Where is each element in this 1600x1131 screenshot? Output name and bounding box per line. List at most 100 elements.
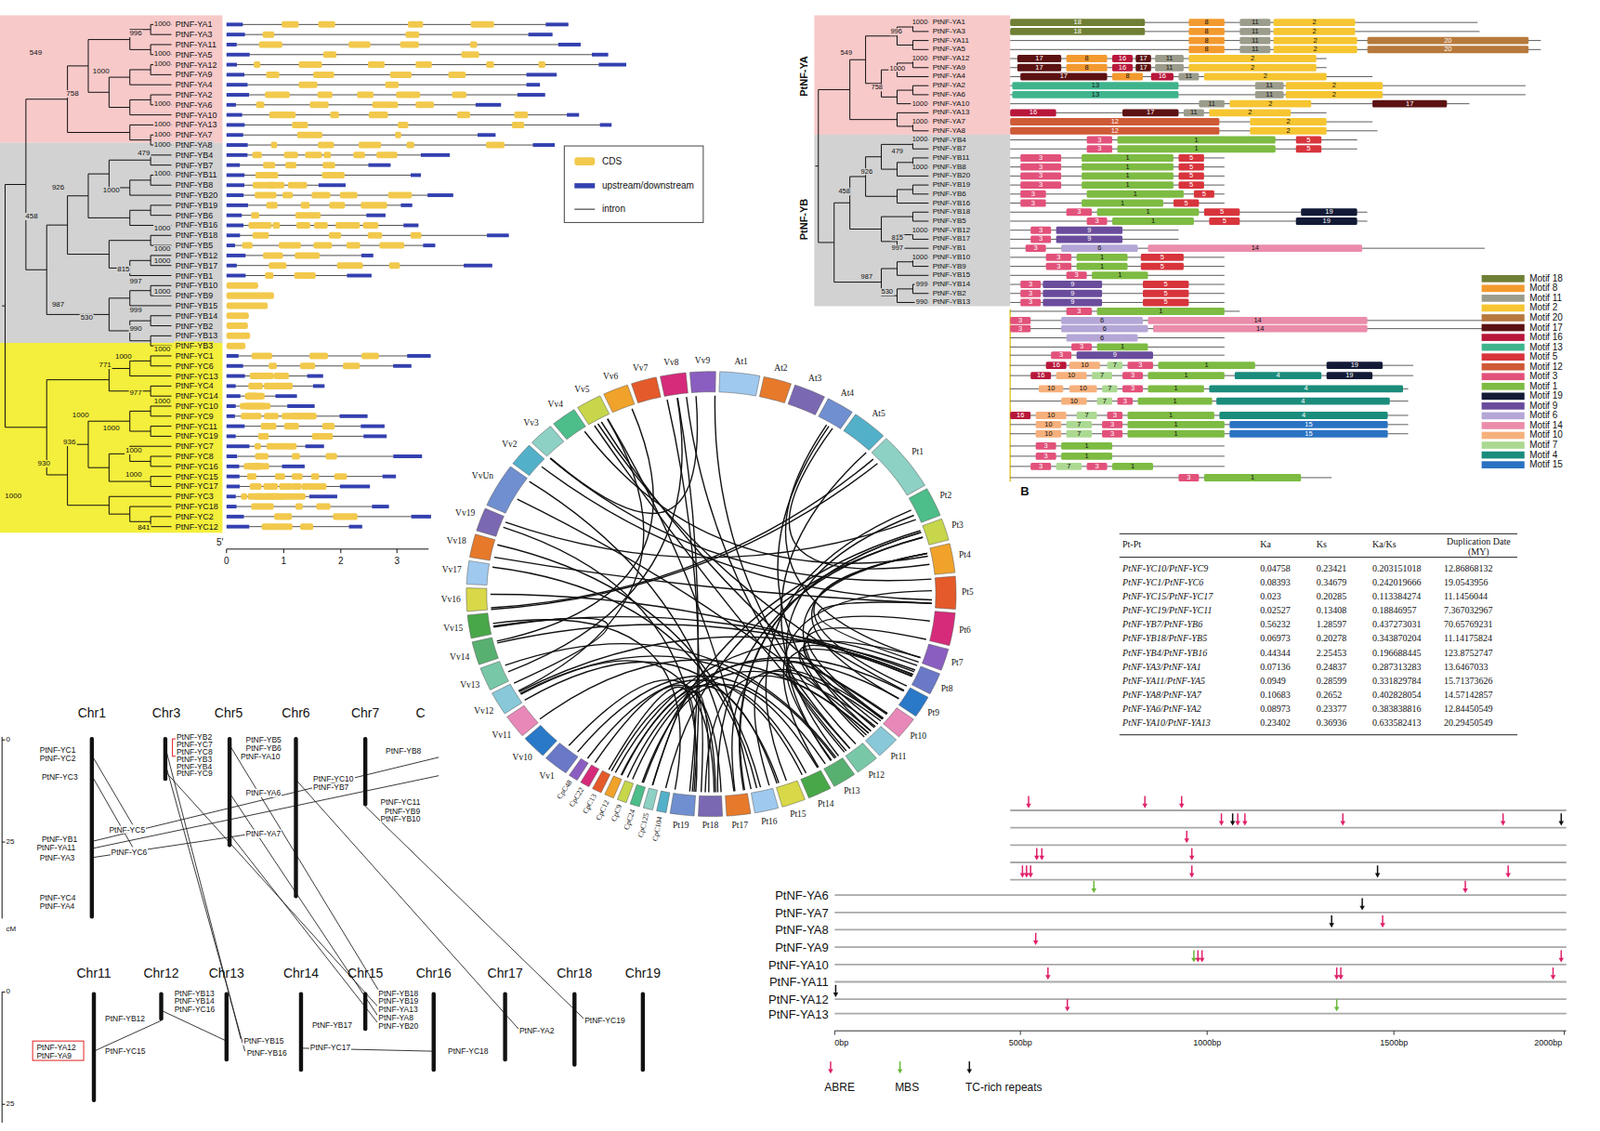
motif-box <box>1204 73 1327 81</box>
gene-label: PtNF-YB17 <box>931 235 971 243</box>
cds-block <box>261 422 277 430</box>
legend-text: Motif 9 <box>1529 401 1558 411</box>
motif-box <box>1056 235 1123 243</box>
cds-block <box>314 222 328 229</box>
gene-label: PtNF-YC16 <box>174 461 220 471</box>
tree-branch <box>108 481 151 483</box>
gene-locus-label: PtNF-YB16 <box>246 1049 289 1058</box>
tree-branch <box>130 195 172 197</box>
motif-number: 7 <box>1076 420 1081 429</box>
chromosome-bar <box>293 736 298 899</box>
motif-number: 16 <box>1036 371 1045 380</box>
motif-number: 1 <box>1158 307 1163 315</box>
promoter-gene-label: PtNF-YA10 <box>768 957 829 971</box>
legend-text: intron <box>602 204 626 214</box>
legend-text: CDS <box>602 157 622 167</box>
utr-block <box>313 383 325 388</box>
intron-line <box>226 164 392 166</box>
synteny-link <box>754 668 883 786</box>
motif-box <box>1188 64 1316 72</box>
intron-line <box>226 435 387 437</box>
cis-element-arrowhead <box>1500 821 1506 827</box>
motif-number: 1 <box>1151 217 1155 225</box>
utr-block <box>307 374 324 379</box>
chromosome-label: At1 <box>734 357 748 368</box>
chromosome-segment <box>476 508 505 537</box>
motif-box <box>1036 430 1062 438</box>
motif-box <box>1087 462 1108 471</box>
motif-number: 7 <box>1113 361 1117 369</box>
tree-branch <box>896 161 913 163</box>
motif-box <box>1117 136 1276 145</box>
motif-number: 3 <box>1038 154 1043 162</box>
motif-number: 3 <box>1034 244 1038 252</box>
tree-branch <box>67 504 110 506</box>
utr-block <box>400 203 412 208</box>
motif-box <box>1009 316 1031 325</box>
cds-block <box>303 412 316 420</box>
cis-element-arrowhead <box>967 1068 972 1074</box>
motif-number: 14 <box>1251 244 1260 252</box>
chromosome-segment <box>466 560 489 585</box>
utr-block <box>340 484 370 488</box>
tree-branch <box>108 159 151 161</box>
utr-block <box>318 183 346 187</box>
motif-number: 17 <box>1139 54 1147 63</box>
motif-box <box>1112 64 1133 72</box>
bootstrap-value: 936 <box>62 438 77 446</box>
chromosome-label: Vv13 <box>459 681 480 691</box>
tree-branch <box>150 235 171 237</box>
cds-block <box>288 182 308 189</box>
cds-block <box>270 493 281 500</box>
motif-box <box>1367 45 1530 53</box>
synteny-link <box>642 683 818 782</box>
bp-axis <box>834 1030 1566 1032</box>
gene-label: PtNF-YA8 <box>931 127 967 135</box>
tree-branch <box>896 90 913 92</box>
chromosome-name: Chr12 <box>143 966 179 980</box>
motif-number: 11 <box>1265 81 1273 90</box>
cds-block <box>271 142 278 149</box>
utr-block <box>226 233 241 237</box>
motif-number: 11 <box>1265 91 1273 99</box>
motif-box <box>1188 37 1224 45</box>
motif-number: 1 <box>1100 253 1104 262</box>
utr-block <box>566 113 579 118</box>
collinearity-line <box>365 806 584 1019</box>
motif-number: 8 <box>1205 18 1209 27</box>
tree-branch <box>850 228 882 230</box>
motif-box <box>1076 351 1154 359</box>
axis-label: 1 <box>281 556 288 566</box>
utr-block <box>475 103 501 107</box>
utr-block <box>226 414 236 419</box>
cds-block <box>275 182 285 189</box>
motif-number: 8 <box>1125 73 1129 81</box>
tree-branch <box>896 175 929 177</box>
motif-box <box>1208 108 1291 117</box>
tree-branch <box>130 260 151 262</box>
motif-box <box>1036 452 1057 460</box>
legend-swatch <box>1481 421 1525 430</box>
motif-number: 2 <box>1313 37 1318 45</box>
cds-block <box>257 182 279 189</box>
legend-text: Motif 16 <box>1529 332 1563 342</box>
tree-branch <box>912 93 929 95</box>
synteny-link <box>818 602 932 662</box>
chromosome-segment <box>660 372 689 397</box>
tree-branch <box>4 183 26 185</box>
gene-label: PtNF-YB4 <box>931 136 968 145</box>
motif-number: 11 <box>1166 54 1174 63</box>
tree-branch <box>150 395 171 397</box>
gene-label: PtNF-YA1 <box>931 18 967 27</box>
gene-locus-label: PtNF-YA7 <box>245 829 283 839</box>
cds-block <box>406 142 414 149</box>
bootstrap-value: 1000 <box>911 163 930 171</box>
motif-box <box>1140 262 1184 271</box>
motif-box <box>1081 154 1174 162</box>
chromosome-name: Chr3 <box>152 706 181 720</box>
scale-tick <box>1 1103 5 1105</box>
cds-block <box>405 31 420 39</box>
motif-number: 2 <box>1313 46 1318 54</box>
cds-block <box>226 312 250 319</box>
gene-label: PtNF-YA8 <box>174 141 214 150</box>
